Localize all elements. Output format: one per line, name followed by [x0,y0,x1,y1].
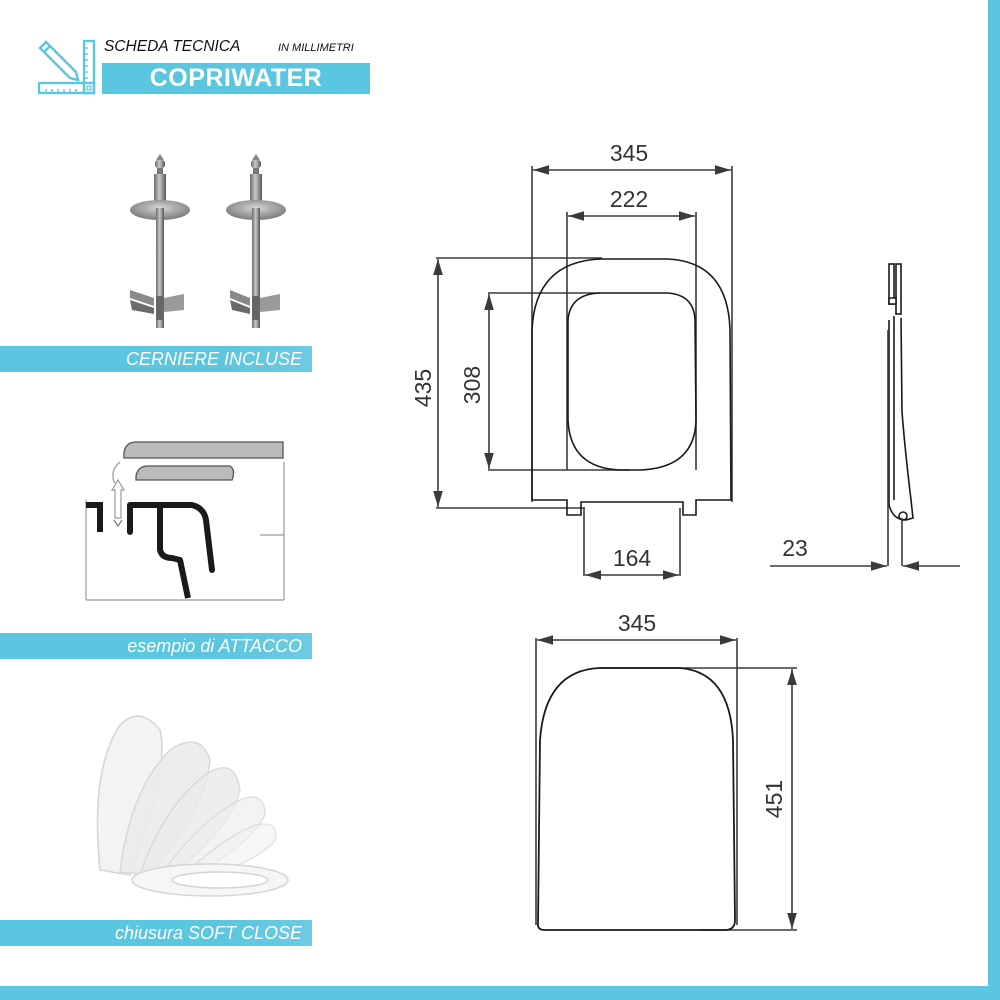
seat-top-view: 345 222 435 308 164 [410,140,733,580]
frame-border-bottom [0,986,1000,1000]
feature-label-hinges: CERNIERE INCLUSE [0,346,312,372]
lid-view: 345 451 [535,610,797,931]
dim-seat-outer-length: 435 [410,369,436,407]
dim-seat-outer-width: 345 [610,140,648,166]
feature-label-attach: esempio di ATTACCO [0,633,312,659]
dim-hinge-spacing: 164 [613,545,652,571]
technical-drawing: 345 222 435 308 164 23 [410,140,960,931]
dim-lid-length: 451 [761,780,787,818]
seat-side-view: 23 [770,263,960,571]
unit-label: IN MILLIMETRI [278,42,354,54]
dim-lid-width: 345 [618,610,656,636]
product-name-banner: COPRIWATER [102,63,370,94]
feature-label-softclose: chiusura SOFT CLOSE [0,920,312,946]
hinge-bolt-right [226,154,286,328]
document-title: SCHEDA TECNICA [104,38,241,55]
ruler-pencil-icon [37,39,96,95]
frame-border-right [988,0,1000,1000]
hinge-bolts-image [130,154,286,328]
mounting-example-diagram [85,441,285,601]
hinge-bolt-left [130,154,190,328]
dim-seat-thickness: 23 [782,535,808,561]
dim-seat-inner-length: 308 [459,366,485,404]
dim-seat-inner-width: 222 [610,186,648,212]
soft-close-seat-image [96,715,289,897]
